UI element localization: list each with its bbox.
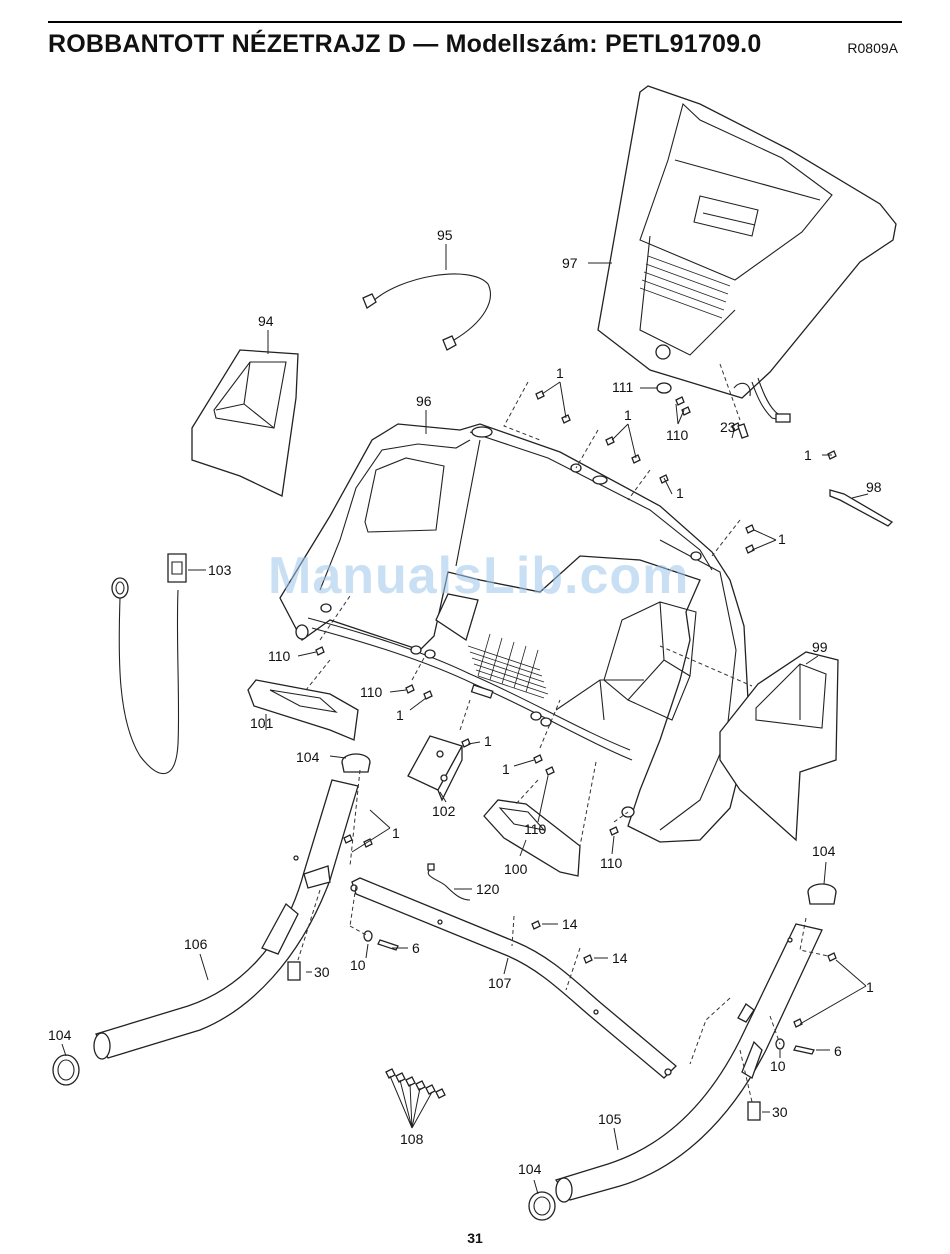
label-97: 97 xyxy=(562,255,578,271)
label-104-bottom-left: 104 xyxy=(48,1027,72,1043)
label-111: 111 xyxy=(612,379,633,395)
label-98: 98 xyxy=(866,479,882,495)
part-30-clip-right xyxy=(748,1102,760,1120)
label-96: 96 xyxy=(416,393,432,409)
part-97-console xyxy=(598,86,896,398)
part-104-cap-top-right xyxy=(808,884,836,904)
label-101: 101 xyxy=(250,715,274,731)
part-102-bracket xyxy=(408,736,462,800)
label-1-mid: 1 xyxy=(624,407,632,423)
label-107: 107 xyxy=(488,975,512,991)
console-cable xyxy=(752,378,790,422)
label-100: 100 xyxy=(504,861,528,877)
label-108: 108 xyxy=(400,1131,424,1147)
part-107-crossbar xyxy=(351,878,676,1078)
part-103-clip xyxy=(168,554,186,582)
label-110-lower: 110 xyxy=(524,821,547,837)
label-23: 23 xyxy=(720,419,736,435)
label-104-top-left: 104 xyxy=(296,749,320,765)
label-10-right: 10 xyxy=(770,1058,786,1074)
label-105: 105 xyxy=(598,1111,622,1127)
label-1-top: 1 xyxy=(556,365,564,381)
part-101-grip-cover xyxy=(248,680,358,740)
part-100-grip-cover xyxy=(484,800,580,876)
label-6-right: 6 xyxy=(834,1043,842,1059)
label-1-upright-right: 1 xyxy=(866,979,874,995)
label-120: 120 xyxy=(476,881,500,897)
part-30-clip-left xyxy=(288,962,300,980)
part-120-wire xyxy=(428,864,470,900)
label-1-center: 1 xyxy=(396,707,404,723)
label-104-top-right: 104 xyxy=(812,843,836,859)
label-30-left: 30 xyxy=(314,964,330,980)
page-number: 31 xyxy=(0,1230,950,1246)
label-99: 99 xyxy=(812,639,828,655)
part-104-cap-top-left xyxy=(342,754,370,772)
label-95: 95 xyxy=(437,227,453,243)
label-1-shroud: 1 xyxy=(676,485,684,501)
part-111-clip xyxy=(657,383,671,393)
part-95-wire xyxy=(363,274,490,350)
label-1-right: 1 xyxy=(778,531,786,547)
label-1-lower: 1 xyxy=(502,761,510,777)
label-1-upright-left: 1 xyxy=(392,825,400,841)
label-110-right: 110 xyxy=(600,855,623,871)
part-108-pins xyxy=(386,1069,445,1098)
label-106: 106 xyxy=(184,936,208,952)
part-104-cap-bottom-left xyxy=(53,1055,79,1085)
label-110-top: 110 xyxy=(666,427,689,443)
label-30-right: 30 xyxy=(772,1104,788,1120)
grommet-cable xyxy=(112,578,179,774)
label-14-b: 14 xyxy=(612,950,628,966)
part-104-cap-bottom-right xyxy=(529,1192,555,1220)
label-110-left: 110 xyxy=(268,648,291,664)
label-6-left: 6 xyxy=(412,940,420,956)
label-110-center: 110 xyxy=(360,684,383,700)
label-103: 103 xyxy=(208,562,232,578)
label-1-98: 1 xyxy=(804,447,812,463)
label-1-bracket: 1 xyxy=(484,733,492,749)
label-102: 102 xyxy=(432,803,456,819)
part-94-left-tray xyxy=(192,350,298,496)
label-14-a: 14 xyxy=(562,916,578,932)
label-104-bottom-right: 104 xyxy=(518,1161,542,1177)
label-10-left: 10 xyxy=(350,957,366,973)
part-106-left-upright xyxy=(94,780,358,1059)
watermark-text: ManualsLib.com xyxy=(268,546,689,606)
label-94: 94 xyxy=(258,313,274,329)
